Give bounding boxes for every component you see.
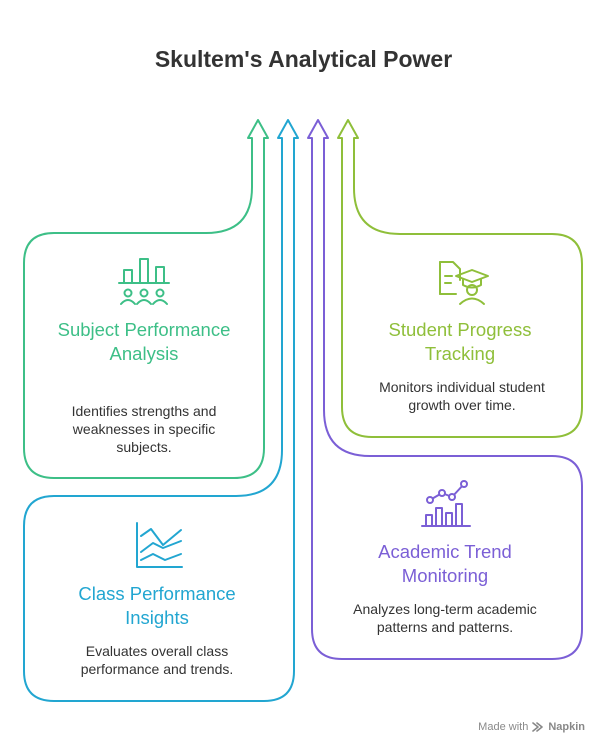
bar-chart-with-people-icon bbox=[118, 258, 170, 305]
class-arrow-outline bbox=[23, 119, 299, 702]
napkin-brand: Napkin bbox=[548, 721, 585, 733]
made-with-label: Made with bbox=[478, 721, 529, 733]
student-graduate-document-icon bbox=[439, 261, 489, 305]
trend-arrow-outline bbox=[307, 119, 583, 660]
page-title: Skultem's Analytical Power bbox=[154, 46, 453, 72]
trend-card-title: Academic Trend Monitoring bbox=[378, 541, 512, 586]
line-graph-icon bbox=[136, 522, 183, 568]
progress-arrow-outline bbox=[337, 119, 583, 438]
trend-bar-chart-icon bbox=[421, 480, 471, 527]
trend-card-description: Analyzes long-term academic patterns and… bbox=[353, 601, 537, 635]
class-card-title: Class Performance Insights bbox=[78, 583, 236, 628]
progress-card-title: Student Progress Tracking bbox=[388, 319, 532, 364]
subject-arrow-outline bbox=[23, 119, 269, 479]
class-card-description: Evaluates overall class performance and … bbox=[80, 643, 234, 677]
subject-card-description: Identifies strengths and weaknesses in s… bbox=[71, 403, 217, 455]
footer-attribution: Made with Napkin bbox=[478, 721, 585, 733]
napkin-logo-icon bbox=[532, 722, 544, 732]
subject-card-title: Subject Performance Analysis bbox=[57, 319, 231, 364]
progress-card-description: Monitors individual student growth over … bbox=[379, 379, 545, 413]
